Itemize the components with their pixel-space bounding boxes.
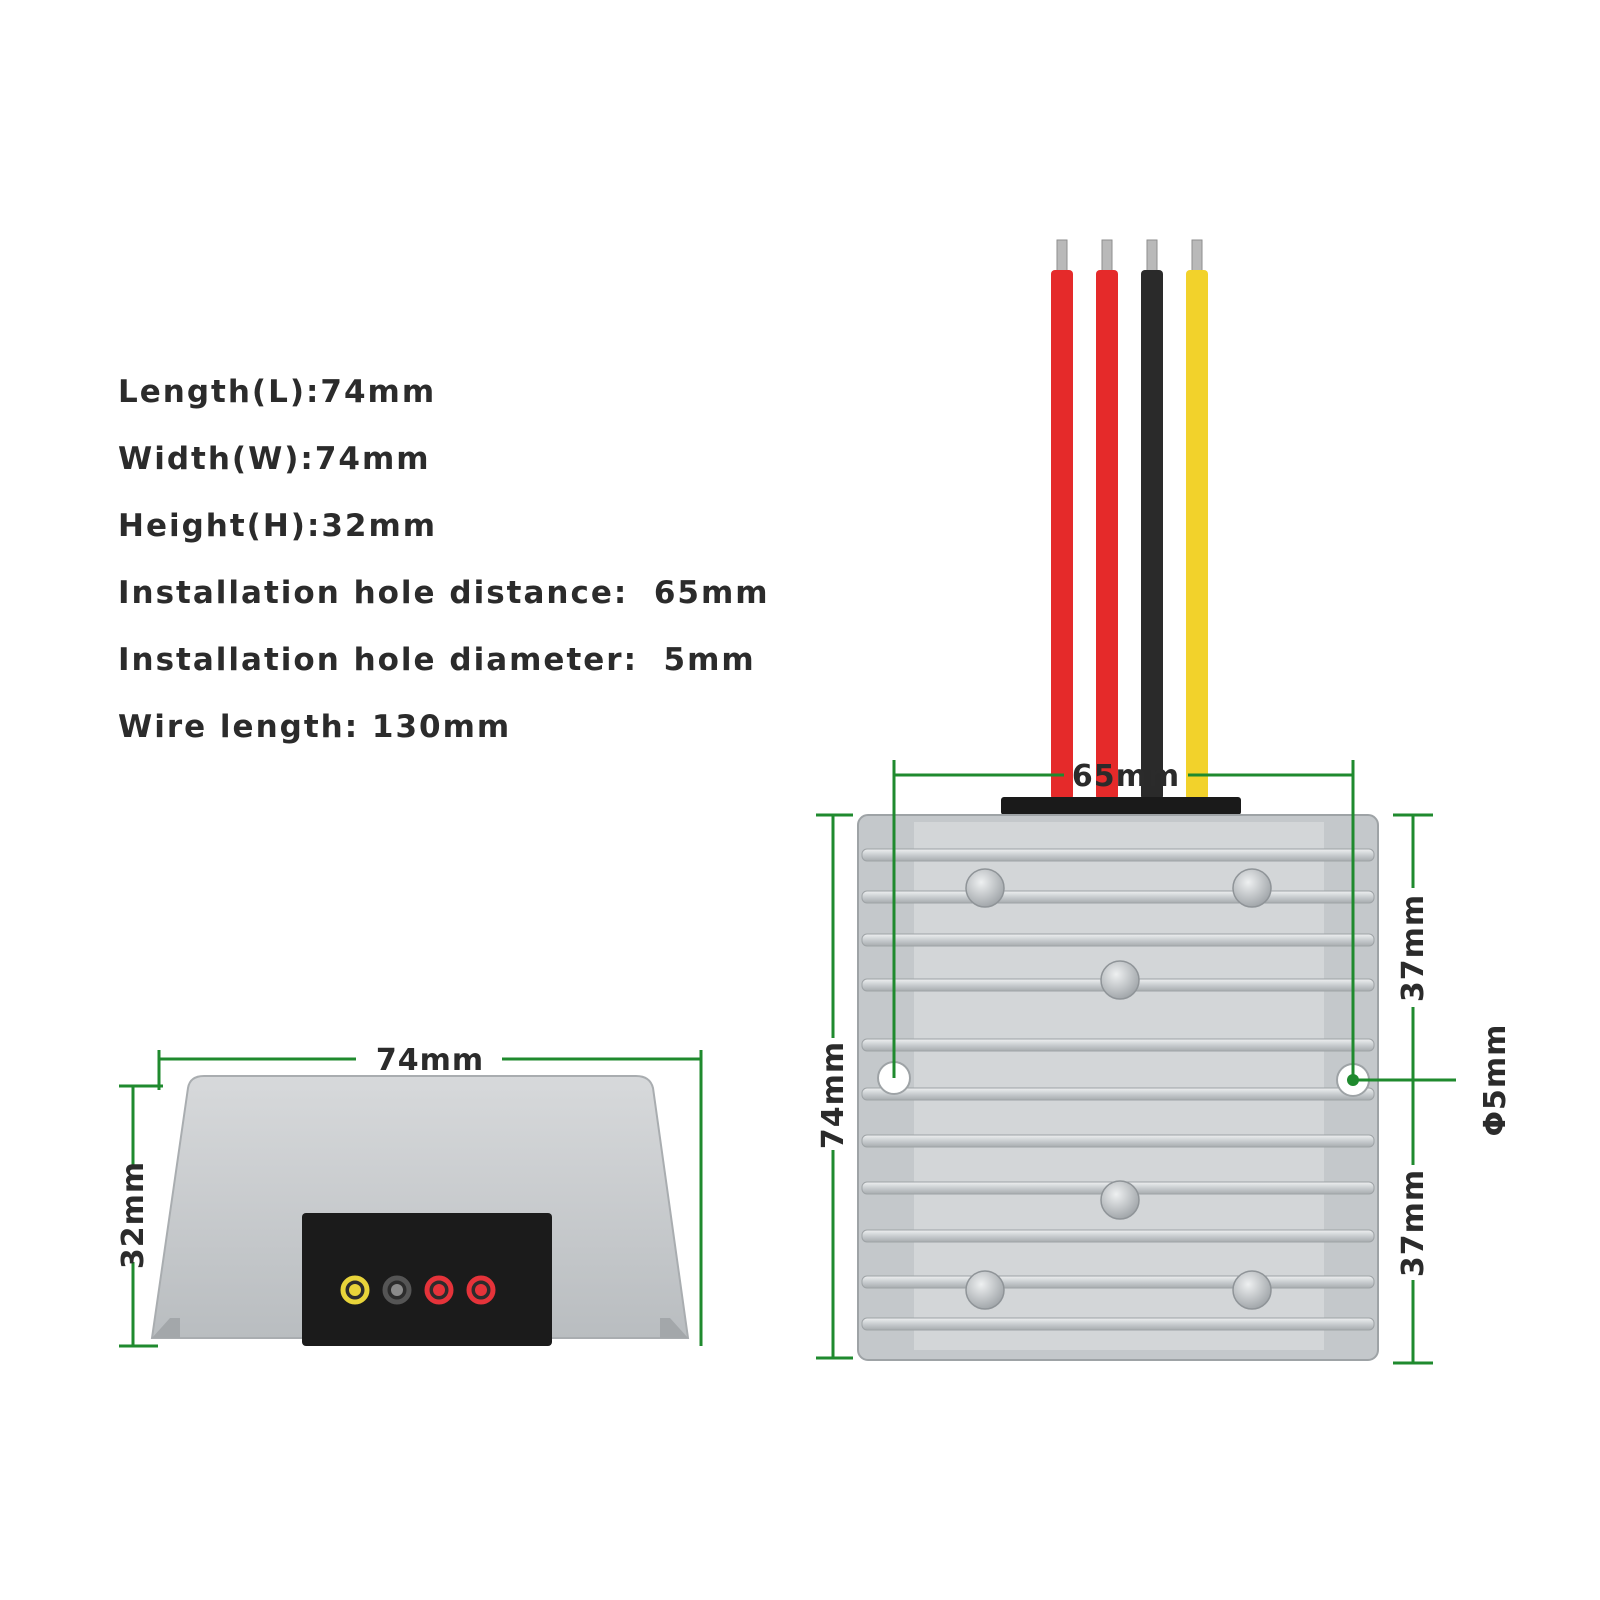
spec-wire-length: Wire length: 130mm [118,709,512,745]
wire-bundle [1051,239,1208,800]
side-height-dimension: 32mm [116,1084,163,1348]
half-length-dimension: 37mm 37mm [1393,813,1433,1365]
side-width-dimension: 74mm [157,1043,703,1346]
heatsink-fin [861,1275,1375,1289]
heatsink-fin [861,890,1375,904]
indicator-core [391,1284,403,1296]
bolt-icon [965,1270,1005,1310]
spec-hole-distance: Installation hole distance: 65mm [118,575,770,611]
spec-length: Length(L):74mm [118,374,437,410]
upper-half-label: 37mm [1396,894,1431,1002]
side-width-label: 74mm [376,1043,484,1078]
indicator-group [340,1275,496,1305]
housing-center [914,822,1324,1350]
heatsink-fin [861,1038,1375,1052]
bolt-icon [1232,1270,1272,1310]
indicator-core [475,1284,487,1296]
wire [1186,270,1208,800]
terminal-panel [302,1213,552,1346]
bolt-group [965,868,1272,1310]
bolt-icon [965,868,1005,908]
heatsink-fin [861,933,1375,947]
wire [1141,270,1163,800]
heatsink-fin [861,1229,1375,1243]
bolt-icon [1100,960,1140,1000]
side-foot-right [660,1318,688,1338]
side-foot-left [152,1318,180,1338]
lower-half-label: 37mm [1396,1169,1431,1277]
wire-grommet [1001,797,1241,815]
bolt-icon [1100,1180,1140,1220]
heatsink-fin [861,1134,1375,1148]
indicator-core [433,1284,445,1296]
bolt-icon [1232,868,1272,908]
spec-width: Width(W):74mm [118,441,431,477]
leader-dot [1347,1074,1359,1086]
side-height-label: 32mm [116,1161,151,1269]
spec-height: Height(H):32mm [118,508,438,544]
top-view: 65mm 74mm 37mm 37mm Φ5mm [816,239,1513,1365]
heatsink-housing [857,814,1379,1361]
length-dimension: 74mm [816,813,853,1360]
wire-tip [1191,239,1203,273]
heatsink-fin [861,1317,1375,1331]
wire [1096,270,1118,800]
hole-distance-dimension: 65mm [892,759,1355,1080]
spec-hole-diameter: Installation hole diameter: 5mm [118,642,756,678]
wire [1051,270,1073,800]
fin-group [861,848,1375,1331]
side-view: 74mm 32mm [116,1043,703,1348]
wire-tip [1056,239,1068,273]
heatsink-fin [861,848,1375,862]
hole-diameter-callout: Φ5mm [1347,1024,1513,1137]
indicator-core [349,1284,361,1296]
hole-diameter-label: Φ5mm [1478,1024,1513,1137]
hole-distance-label: 65mm [1072,759,1180,794]
wire-tip [1146,239,1158,273]
side-view-housing [150,1075,690,1339]
wire-tip [1101,239,1113,273]
spec-list: Length(L):74mm Width(W):74mm Height(H):3… [118,372,770,774]
length-label: 74mm [816,1041,851,1149]
heatsink-fin [861,1087,1375,1101]
